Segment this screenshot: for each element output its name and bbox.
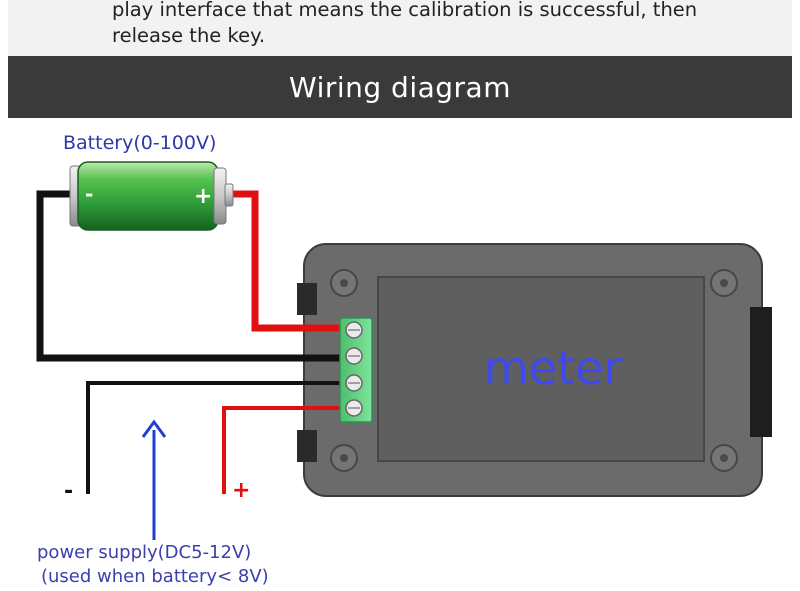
supply-positive-wire — [222, 406, 345, 494]
battery-positive-wire — [226, 190, 345, 332]
instruction-line-1: play interface that means the calibratio… — [112, 0, 698, 21]
meter-label: meter — [484, 341, 622, 395]
terminal-screw-icon — [345, 321, 363, 339]
battery-icon: - + — [69, 161, 234, 231]
power-supply-label: power supply(DC5-12V) — [37, 542, 251, 563]
left-clip-top — [297, 283, 317, 315]
meter-device — [297, 243, 772, 497]
supply-negative-wire — [86, 381, 345, 494]
mounting-hole-icon — [710, 269, 738, 297]
terminal-screw-icon — [345, 347, 363, 365]
battery-plus-sign: + — [194, 184, 212, 209]
battery-label: Battery(0-100V) — [63, 132, 216, 154]
terminal-screw-icon — [345, 374, 363, 392]
left-clip-bottom — [297, 430, 317, 462]
section-title: Wiring diagram — [289, 70, 511, 104]
mounting-hole-icon — [330, 269, 358, 297]
power-supply-note: (used when battery< 8V) — [41, 566, 269, 587]
mounting-hole-icon — [710, 444, 738, 472]
supply-plus-sign: + — [232, 478, 250, 503]
instruction-text-band — [8, 0, 792, 56]
wires — [36, 190, 345, 494]
supply-minus-sign: - — [64, 479, 73, 504]
right-connector — [750, 307, 772, 437]
section-title-bar: Wiring diagram — [8, 56, 792, 118]
instruction-line-2: release the key. — [112, 24, 266, 47]
terminal-block — [339, 317, 373, 423]
arrow-up-icon — [141, 419, 167, 540]
mounting-hole-icon — [330, 444, 358, 472]
terminal-screw-icon — [345, 399, 363, 417]
battery-negative-wire — [36, 190, 345, 362]
battery-minus-sign: - — [85, 182, 93, 206]
